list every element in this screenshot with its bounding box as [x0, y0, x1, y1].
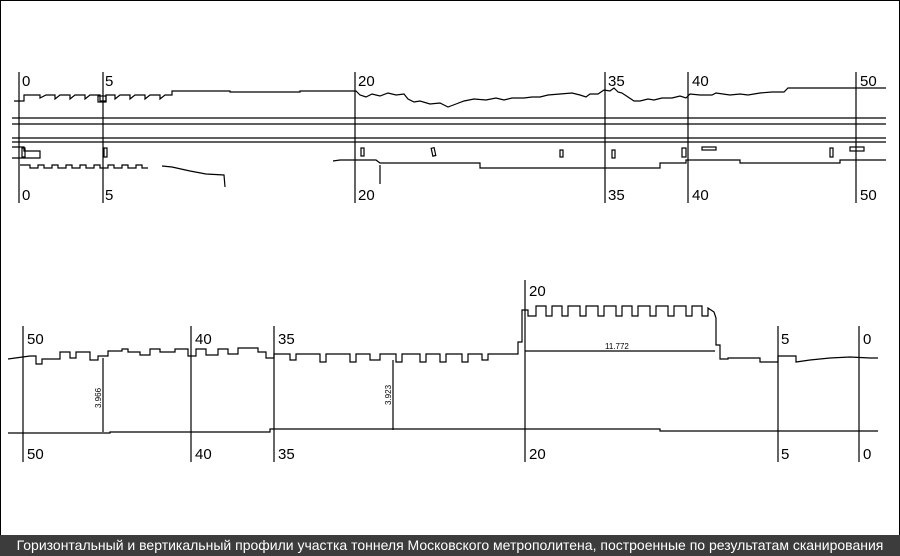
plan-station-label: 20 [358, 187, 375, 204]
plan-station-labels-top: 0 5 20 35 40 50 [22, 73, 877, 90]
vp-station-label: 0 [863, 331, 871, 348]
vp-station-label: 20 [529, 283, 546, 300]
plan-lower-wall-mid [161, 165, 226, 188]
vp-station-labels-top: 50 40 35 20 5 0 [27, 283, 871, 348]
plan-marker [829, 147, 834, 158]
plan-station-label: 35 [608, 73, 625, 90]
figure-frame [0, 0, 900, 536]
plan-marker [849, 146, 865, 152]
plan-station-labels-bottom: 0 5 20 35 40 50 [22, 187, 877, 204]
plan-station-label: 5 [105, 187, 113, 204]
vp-dimension-label: 11.772 [605, 342, 629, 351]
vp-station-label: 35 [278, 331, 295, 348]
vp-station-label: 5 [781, 446, 789, 463]
plan-marker [701, 146, 717, 151]
plan-marker [611, 149, 616, 159]
vp-dimension-labels: 3.966 3.923 11.772 [94, 342, 629, 408]
vp-station-label: 50 [27, 331, 44, 348]
plan-station-label: 35 [608, 187, 625, 204]
vp-dimension-label: 3.966 [94, 387, 103, 408]
vp-station-labels-bottom: 50 40 35 20 5 0 [27, 446, 871, 463]
plan-station-label: 5 [105, 73, 113, 90]
plan-marker [97, 95, 107, 103]
plan-marker [681, 147, 687, 158]
plan-station-label: 20 [358, 73, 375, 90]
plan-lower-wall-left [12, 146, 41, 159]
plan-station-label: 40 [692, 73, 709, 90]
plan-marker [430, 146, 437, 157]
vp-station-label: 5 [781, 331, 789, 348]
plan-view [12, 72, 886, 203]
plan-marker [103, 147, 108, 158]
vp-station-label: 50 [27, 446, 44, 463]
plan-marker [21, 147, 26, 158]
profile-drawing: 0 5 20 35 40 50 0 5 20 35 40 50 50 40 35… [7, 72, 886, 463]
vp-roof-profile [7, 305, 878, 365]
figure-caption: Горизонтальный и вертикальный профили уч… [0, 535, 900, 556]
plan-station-label: 0 [22, 187, 30, 204]
plan-lower-wall-right [332, 159, 886, 169]
plan-marker [360, 147, 365, 157]
vp-station-label: 40 [195, 446, 212, 463]
plan-lower-comb [20, 164, 148, 169]
vp-station-label: 40 [195, 331, 212, 348]
plan-marker [559, 149, 564, 158]
vp-station-label: 20 [529, 446, 546, 463]
vertical-profile [7, 280, 878, 462]
vp-dimension-label: 3.923 [384, 384, 393, 405]
plan-station-label: 40 [692, 187, 709, 204]
plan-station-label: 50 [860, 73, 877, 90]
vp-station-label: 35 [278, 446, 295, 463]
vp-floor-line [8, 428, 878, 434]
plan-upper-wall [14, 87, 886, 108]
plan-station-label: 50 [860, 187, 877, 204]
vp-station-label: 0 [863, 446, 871, 463]
plan-station-label: 0 [22, 73, 30, 90]
